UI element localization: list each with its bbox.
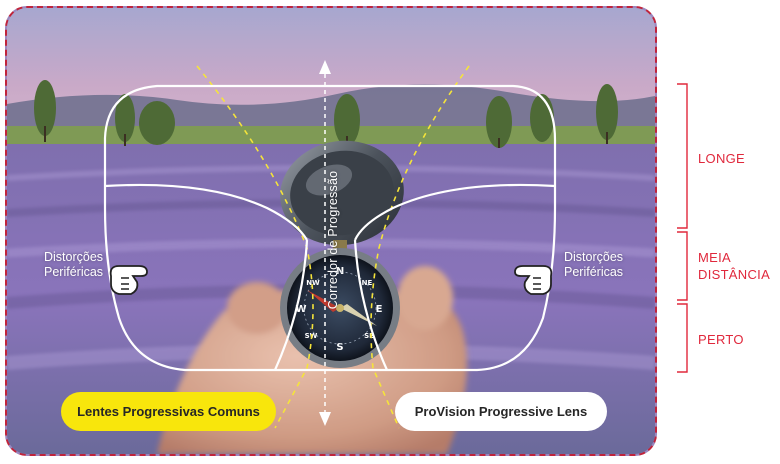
svg-text:S: S (336, 342, 343, 353)
common-lens-label: Lentes Progressivas Comuns (61, 392, 276, 431)
double-arrow-icon (319, 60, 331, 426)
lens-comparison-scene: N E S W NE NW SE SW (5, 6, 657, 456)
zone-mid-line2: DISTÂNCIA (698, 267, 771, 282)
compass-icon: N E S W NE NW SE SW (280, 140, 404, 368)
corridor-label: Corredor de Progressão (326, 170, 340, 310)
peripheral-left-line1: Distorções (44, 250, 104, 264)
provision-lens-label: ProVision Progressive Lens (395, 392, 607, 431)
pointing-hand-icon (514, 265, 553, 295)
zone-mid-line1: MEIA (698, 250, 731, 265)
svg-text:NE: NE (362, 279, 373, 287)
svg-text:SE: SE (364, 332, 374, 340)
svg-text:NW: NW (306, 279, 320, 287)
peripheral-left-line2: Periféricas (44, 265, 104, 279)
svg-text:W: W (295, 304, 306, 315)
scene-graphic: N E S W NE NW SE SW (7, 8, 655, 454)
zone-mid-label: MEIA DISTÂNCIA (698, 249, 770, 283)
zone-far-label: LONGE (698, 151, 746, 166)
pointing-hand-icon (109, 265, 148, 295)
zone-near-label: PERTO (698, 332, 744, 347)
peripheral-right-line1: Distorções (564, 250, 624, 264)
peripheral-distortion-left: Distorções Periféricas (44, 250, 103, 280)
svg-text:E: E (376, 304, 383, 315)
peripheral-right-line2: Periféricas (564, 265, 624, 279)
svg-text:N: N (336, 266, 344, 277)
peripheral-distortion-right: Distorções Periféricas (564, 250, 623, 280)
